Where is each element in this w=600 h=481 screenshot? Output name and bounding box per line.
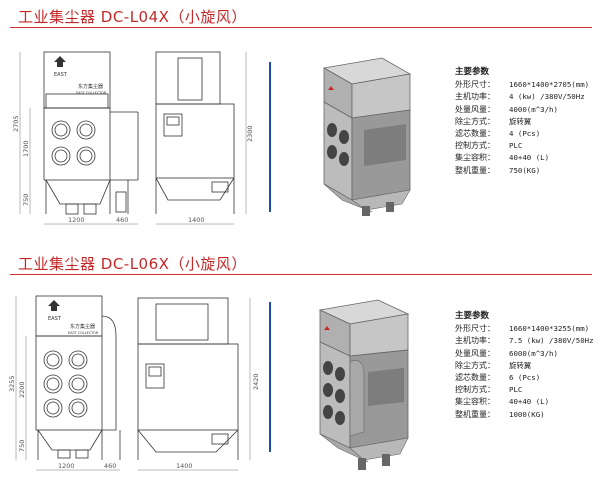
section-title: 工业集尘器 DC-L04X（小旋风）	[18, 8, 247, 26]
control-panel	[163, 113, 183, 137]
spec-row: 集尘容积：40+40 (L)	[455, 397, 550, 407]
spec-row: 滤芯数量：6 (Pcs)	[455, 373, 541, 383]
svg-text:460: 460	[116, 216, 128, 224]
spec-row: 除尘方式：旋转翼	[455, 360, 532, 370]
front-cabinet	[43, 107, 111, 181]
svg-text:1400: 1400	[176, 462, 193, 470]
spec-row: 集尘容积：40+40 (L)	[455, 153, 550, 163]
side-cabinet	[155, 103, 235, 179]
title-underline	[10, 27, 592, 28]
svg-text:1700: 1700	[22, 140, 30, 157]
spec-row: 外形尺寸：1660*1400*2705(mm)	[455, 80, 590, 90]
filter-4	[68, 374, 88, 394]
side-hopper	[155, 177, 235, 201]
logo-icon	[48, 300, 60, 311]
product-render	[322, 57, 412, 216]
svg-text:EAST COLLECTOR: EAST COLLECTOR	[68, 331, 99, 335]
front-top-hood	[43, 51, 111, 109]
filter-3	[51, 146, 71, 166]
front-upper-panel	[45, 93, 109, 109]
svg-text:东方集尘器: 东方集尘器	[78, 83, 103, 90]
front-cabinet	[35, 335, 103, 431]
product-render	[318, 299, 410, 470]
spec-row: 整机重量：1000(KG)	[455, 409, 545, 419]
spec-list: 主要参数 外形尺寸：1660*1400*2705(mm) 主机功率：4 (kw)…	[455, 66, 589, 177]
spec-row: 控制方式：PLC	[455, 385, 523, 395]
filter-3	[43, 374, 63, 394]
spec-heading: 主要参数	[455, 67, 490, 77]
spec-row: 外形尺寸：1660*1400*3255(mm)	[455, 324, 590, 334]
front-hopper	[45, 179, 111, 205]
filter-5	[43, 398, 63, 418]
logo-icon	[54, 56, 66, 67]
technical-drawing: EAST 东方集尘器 EAST COLLECTOR 2705 1700 750 …	[12, 51, 254, 225]
spec-row: 整机重量：750(KG)	[455, 165, 541, 175]
svg-text:1400: 1400	[188, 216, 205, 224]
filter-4	[76, 146, 96, 166]
technical-drawing: EAST 东方集尘器 EAST COLLECTOR 3255 2200 750 …	[8, 295, 260, 471]
svg-text:2200: 2200	[18, 381, 26, 398]
svg-text:2300: 2300	[246, 125, 254, 142]
filter-2	[76, 120, 96, 140]
spec-row: 滤芯数量：4 (Pcs)	[455, 129, 541, 139]
svg-text:750: 750	[22, 194, 30, 206]
svg-text:1200: 1200	[68, 216, 85, 224]
svg-text:EAST: EAST	[54, 72, 68, 78]
svg-text:3255: 3255	[8, 375, 16, 392]
svg-text:2705: 2705	[12, 115, 20, 132]
side-cabinet	[137, 343, 239, 431]
spec-row: 除尘方式：旋转翼	[455, 116, 532, 126]
filter-1	[43, 350, 63, 370]
side-top-hood	[137, 297, 229, 345]
control-panel	[145, 363, 165, 389]
svg-text:EAST COLLECTOR: EAST COLLECTOR	[76, 91, 107, 95]
svg-text:2420: 2420	[252, 373, 260, 390]
front-hopper	[37, 429, 103, 451]
front-top-hood	[35, 295, 103, 337]
filter-6	[68, 398, 88, 418]
side-top-hood	[155, 51, 221, 105]
spec-list: 主要参数 外形尺寸：1660*1400*3255(mm) 主机功率：7.5 (k…	[455, 310, 594, 421]
svg-text:EAST: EAST	[48, 316, 62, 322]
spec-row: 处量风量：4000(m^3/h)	[455, 104, 558, 114]
spec-heading: 主要参数	[455, 311, 490, 321]
title-underline	[10, 274, 592, 275]
filter-1	[51, 120, 71, 140]
svg-text:460: 460	[104, 462, 116, 470]
filter-2	[68, 350, 88, 370]
svg-text:1200: 1200	[58, 462, 75, 470]
spec-row: 主机功率：4 (kw) /380V/50Hz	[455, 92, 585, 102]
spec-row: 控制方式：PLC	[455, 141, 523, 151]
svg-text:750: 750	[18, 440, 26, 452]
spec-row: 处量风量：6000(m^3/h)	[455, 348, 558, 358]
svg-text:东方集尘器: 东方集尘器	[70, 323, 95, 330]
spec-row: 主机功率：7.5 (kw) /380V/50Hz	[455, 336, 594, 346]
side-hopper	[137, 429, 239, 453]
divider-line	[269, 302, 271, 452]
divider-line	[269, 62, 271, 212]
section-title: 工业集尘器 DC-L06X（小旋风）	[18, 255, 247, 273]
